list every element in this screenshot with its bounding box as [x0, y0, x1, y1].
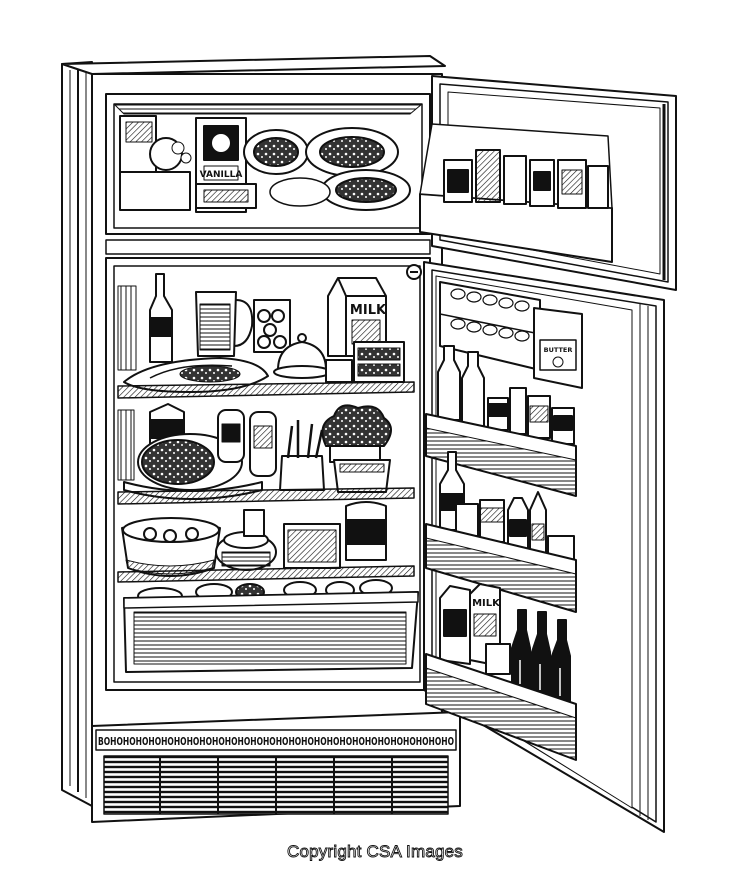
bottom-grille: BOHOHOHOHOHOHOHOHOHOHOHOHOHOHOHOHOHOHOHO…: [91, 711, 461, 823]
butter-label: BUTTER: [544, 346, 573, 354]
freezer-compartment: VANILLA: [105, 93, 431, 235]
grille-ornament-band: BOHOHOHOHOHOHOHOHOHOHOHOHOHOHOHOHOHOHOHO…: [98, 735, 454, 748]
door-milk-carton-label: MILK: [472, 598, 501, 609]
milk-carton-label: MILK: [350, 303, 387, 318]
fridge-door: BUTTER: [423, 261, 665, 833]
freezer-door: [419, 75, 677, 291]
vanilla-label: VANILLA: [200, 170, 243, 180]
fresh-food-compartment: MILK: [105, 257, 431, 691]
copyright-caption: Copyright CSA Images: [287, 842, 464, 862]
